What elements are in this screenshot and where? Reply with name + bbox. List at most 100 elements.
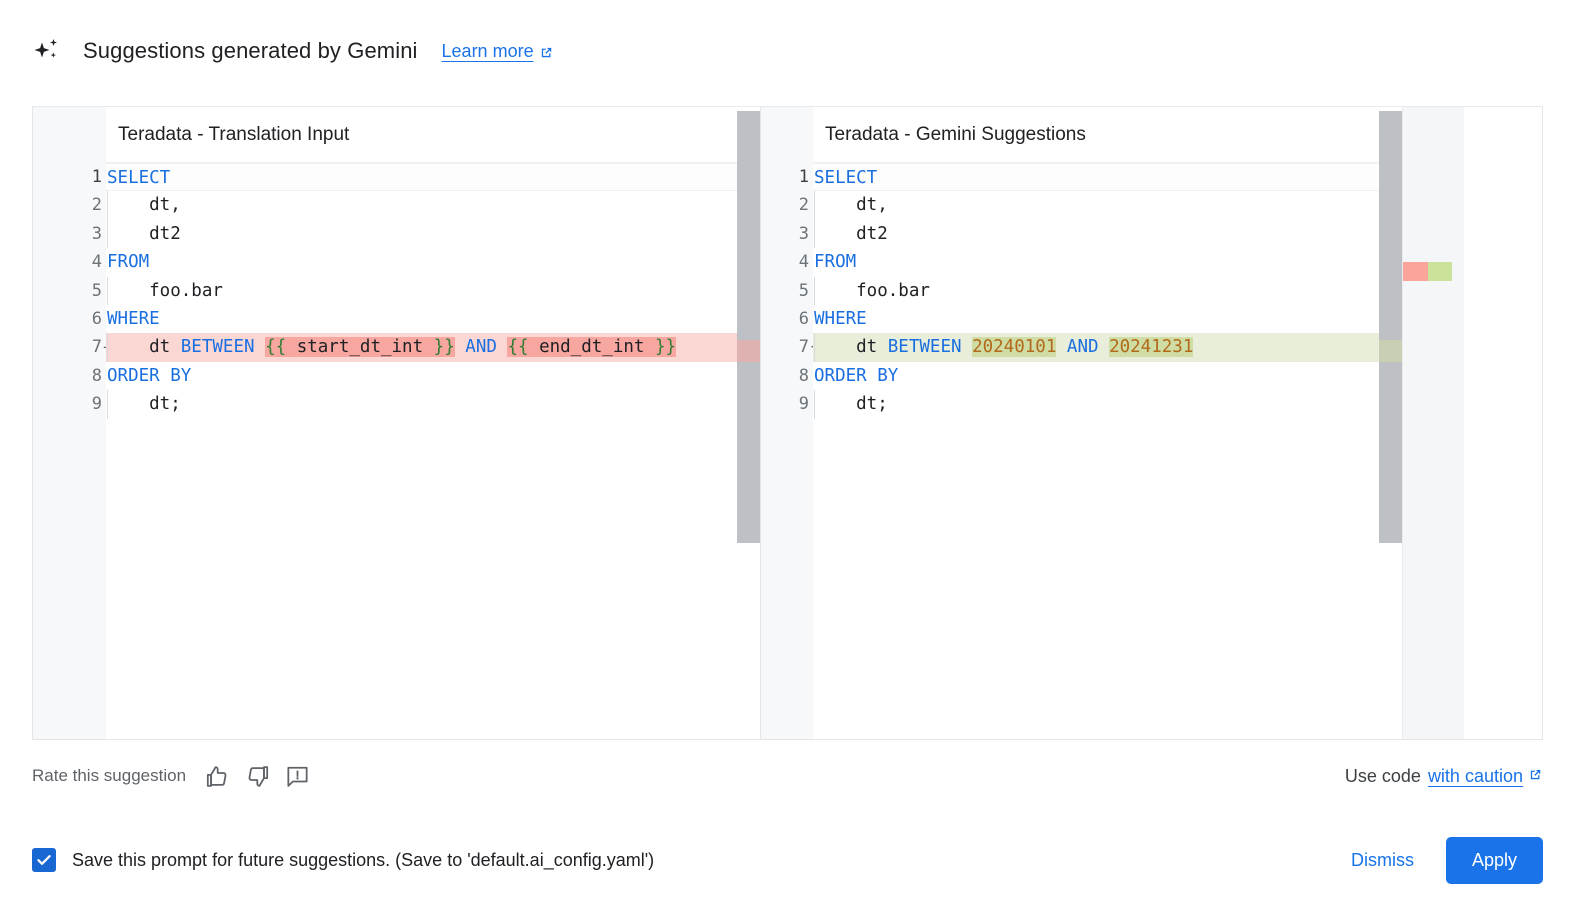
- apply-button[interactable]: Apply: [1445, 836, 1543, 884]
- scrollbar-thumb[interactable]: [737, 111, 760, 543]
- line-number: 2: [91, 195, 102, 216]
- external-link-icon: [539, 44, 554, 59]
- thumb-up-icon[interactable]: [204, 763, 230, 789]
- rating-bar: Rate this suggestion: [32, 740, 1543, 812]
- code-token: [962, 337, 973, 357]
- code-line[interactable]: dt,: [813, 191, 1379, 220]
- vertical-scrollbar-right[interactable]: [1379, 107, 1402, 739]
- code-token: BETWEEN: [887, 337, 962, 358]
- pane-title-right: Teradata - Gemini Suggestions: [813, 107, 1379, 163]
- line-number: 1: [798, 167, 809, 187]
- code-token: AND: [1066, 337, 1099, 358]
- code-token: SELECT: [107, 168, 171, 188]
- use-code-notice: Use code with caution: [1345, 766, 1543, 787]
- indent-guide: [814, 191, 815, 220]
- learn-more-label: Learn more: [441, 40, 534, 61]
- code-token: ORDER BY: [814, 365, 899, 386]
- code-token: dt;: [107, 394, 181, 415]
- with-caution-label: with caution: [1427, 765, 1523, 786]
- code-token: FROM: [814, 252, 857, 273]
- indent-guide: [107, 219, 108, 249]
- code-token: dt: [107, 337, 181, 358]
- save-prompt-checkbox[interactable]: [32, 848, 56, 872]
- indent-guide: [814, 276, 815, 305]
- code-token: end_dt_int: [528, 337, 655, 358]
- line-number: 9: [798, 394, 809, 415]
- line-number: 1: [91, 167, 102, 187]
- code-token: {{: [265, 337, 287, 358]
- code-token: foo.bar: [107, 280, 223, 301]
- code-line[interactable]: WHERE: [106, 305, 737, 333]
- code-token: WHERE: [814, 308, 867, 329]
- rating-icons: [204, 763, 310, 789]
- code-line[interactable]: foo.bar: [106, 276, 737, 305]
- page-title: Suggestions generated by Gemini: [83, 38, 418, 63]
- code-token: {{: [507, 337, 529, 358]
- code-line[interactable]: dt,: [106, 191, 737, 220]
- line-number: 3: [91, 223, 102, 244]
- code-column-left: Teradata - Translation Input SELECT dt, …: [106, 107, 737, 739]
- code-token: dt2: [814, 223, 888, 244]
- code-line[interactable]: dt2: [106, 219, 737, 249]
- code-column-right: Teradata - Gemini Suggestions SELECT dt,…: [813, 107, 1379, 739]
- code-line[interactable]: dt BETWEEN {{ start_dt_int }} AND {{ end…: [106, 333, 737, 362]
- scrollbar-thumb[interactable]: [1379, 111, 1402, 543]
- code-token: dt,: [814, 195, 888, 216]
- dismiss-button[interactable]: Dismiss: [1333, 838, 1432, 883]
- code-line[interactable]: ORDER BY: [106, 362, 737, 390]
- code-line[interactable]: dt BETWEEN 20240101 AND 20241231: [813, 333, 1379, 362]
- code-line[interactable]: dt2: [813, 219, 1379, 249]
- code-token: WHERE: [107, 308, 160, 329]
- line-number: 8: [798, 365, 809, 386]
- line-number: 4: [91, 252, 102, 273]
- overview-marker-added: [1428, 262, 1452, 281]
- line-number: 6: [798, 308, 809, 329]
- suggestions-header: Suggestions generated by Gemini Learn mo…: [0, 0, 1574, 72]
- code-token: SELECT: [814, 168, 878, 188]
- code-line[interactable]: ORDER BY: [813, 362, 1379, 390]
- line-number: 4: [798, 252, 809, 273]
- code-token: FROM: [107, 252, 150, 273]
- code-line[interactable]: FROM: [813, 248, 1379, 276]
- indent-guide: [107, 276, 108, 305]
- code-token: [1099, 337, 1110, 357]
- code-line[interactable]: SELECT: [106, 163, 737, 192]
- code-token: }}: [433, 337, 455, 358]
- line-number: 7—: [33, 333, 114, 361]
- code-token: [1056, 337, 1067, 357]
- line-number: 6: [91, 308, 102, 329]
- line-number: 5: [91, 280, 102, 301]
- diff-viewer: 1 2 3 4 5 6 7— 8 9 Teradata - Translation Input …: [32, 106, 1543, 740]
- diff-overview-ruler[interactable]: [1402, 107, 1464, 739]
- indent-guide: [107, 390, 108, 419]
- code-token: [255, 337, 266, 357]
- learn-more-link[interactable]: Learn more: [442, 41, 554, 62]
- external-link-icon: [1528, 766, 1543, 781]
- with-caution-link[interactable]: with caution: [1428, 766, 1543, 787]
- dialog-footer: Save this prompt for future suggestions.…: [32, 830, 1543, 890]
- overview-diff-marker: [1403, 262, 1452, 281]
- code-line[interactable]: WHERE: [813, 305, 1379, 333]
- code-token: 20240101: [972, 337, 1057, 358]
- line-number: 3: [798, 223, 809, 244]
- code-token: }}: [654, 337, 677, 358]
- code-line[interactable]: FROM: [106, 248, 737, 276]
- code-line[interactable]: dt;: [106, 390, 737, 419]
- thumb-down-icon[interactable]: [244, 763, 270, 789]
- report-feedback-icon[interactable]: [284, 763, 310, 789]
- line-number: 7+: [761, 333, 821, 361]
- code-line[interactable]: foo.bar: [813, 276, 1379, 305]
- code-token: foo.bar: [814, 280, 930, 301]
- code-line[interactable]: dt;: [813, 390, 1379, 419]
- code-token: BETWEEN: [180, 337, 255, 358]
- indent-guide: [814, 390, 815, 419]
- scrollbar-diff-marker-deleted: [737, 340, 760, 362]
- indent-guide: [107, 191, 108, 220]
- save-prompt-label: Save this prompt for future suggestions.…: [72, 849, 655, 870]
- code-line[interactable]: SELECT: [813, 163, 1379, 192]
- indent-guide: [107, 333, 108, 362]
- vertical-scrollbar-left[interactable]: [737, 107, 760, 739]
